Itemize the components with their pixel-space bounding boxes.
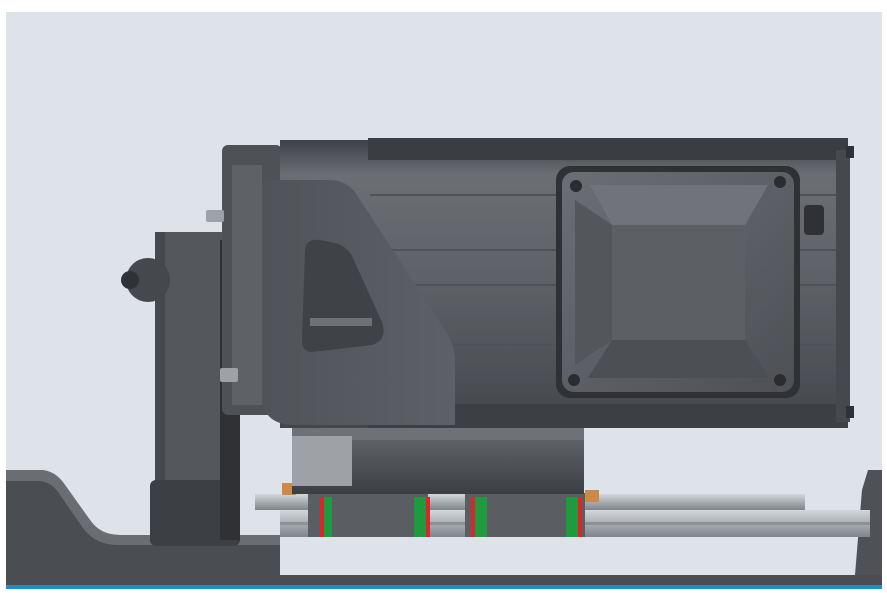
base-chassis-top: [6, 470, 280, 545]
bottom-accent-bar: [6, 585, 882, 589]
motor-top-rail: [368, 138, 848, 160]
seal-red-3: [471, 497, 475, 537]
cable-gland: [804, 205, 824, 235]
seal-green-3: [475, 497, 487, 537]
motor-end-bolt-bottom: [846, 406, 854, 418]
cover-screw-tl: [570, 180, 582, 192]
cover-screw-tr: [774, 176, 786, 188]
flange-bolt-1: [206, 210, 224, 222]
seal-green-2: [414, 497, 426, 537]
flange-inner: [232, 165, 262, 405]
terminal-cover-center: [612, 225, 745, 340]
pulley-shaft: [121, 271, 139, 289]
cover-screw-br: [774, 374, 786, 386]
motor-end-bolt-top: [846, 146, 854, 158]
pulley-upright-edge: [155, 232, 165, 546]
carriage-plate-light-insert: [292, 436, 352, 486]
brass-fitting-right: [585, 490, 599, 502]
seal-red-1: [320, 497, 324, 537]
pulley-hub: [126, 258, 170, 302]
cover-screw-bl: [568, 374, 580, 386]
bracket-window-slot: [310, 318, 372, 326]
seal-green-4: [566, 497, 578, 537]
pulley-lower-gear: [150, 480, 240, 546]
seal-red-2: [426, 497, 430, 537]
terminal-cover-bottom-facet: [588, 340, 770, 378]
motor-end-cap: [836, 150, 850, 422]
flange-bolt-2: [220, 368, 238, 382]
terminal-cover-left-facet: [575, 200, 612, 365]
base-chassis: [6, 470, 882, 587]
seal-red-4: [578, 497, 582, 537]
terminal-cover-top-facet: [590, 185, 768, 225]
